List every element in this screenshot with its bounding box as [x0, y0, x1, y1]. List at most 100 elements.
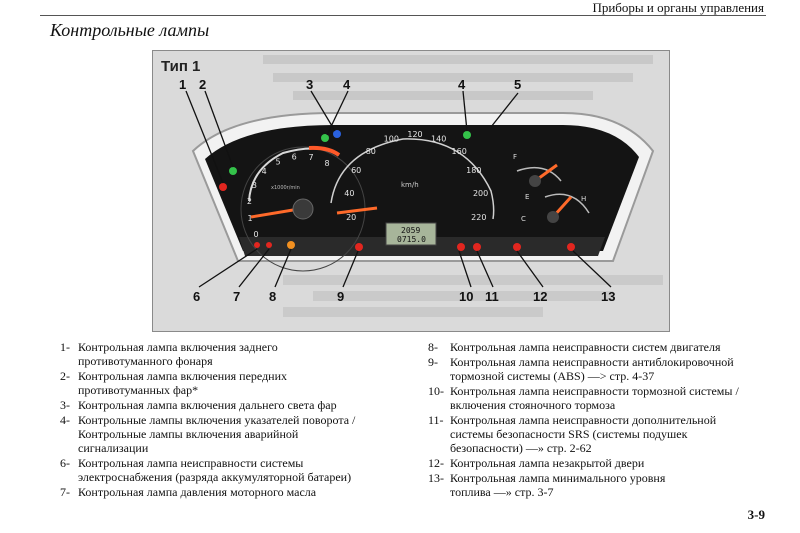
- legend-item-number: 10-: [428, 384, 444, 398]
- legend-item: 2- Контрольная лампа включения передних п…: [60, 369, 400, 397]
- legend-item-number: 2-: [60, 369, 70, 383]
- legend-item: 4-Контрольные лампы включения указателей…: [60, 413, 400, 455]
- callout-4-right: 4: [458, 77, 466, 92]
- odometer-value: 2059: [401, 226, 420, 235]
- speedo-tick-label: 40: [344, 189, 354, 198]
- legend-item-text: Контрольная лампа включения дальнего све…: [78, 398, 337, 412]
- legend-item-text: Контрольная лампа незакрытой двери: [450, 456, 645, 470]
- legend-item: 13- Контрольная лампа минимального уровня…: [428, 471, 768, 499]
- lamp-fuel-level-icon: [567, 243, 575, 251]
- legend-item-number: 4-: [60, 413, 70, 427]
- lamp-door-icon: [513, 243, 521, 251]
- speedo-tick-label: 160: [452, 147, 467, 156]
- legend-item-text: Контрольная лампа неисправности тормозно…: [450, 384, 739, 412]
- lamp-front-fog-icon: [229, 167, 237, 175]
- tacho-tick-label: 6: [292, 152, 297, 161]
- legend-item: 6-Контрольная лампа неисправности систем…: [60, 456, 400, 484]
- legend-item-text: Контрольная лампа неисправности антиблок…: [450, 355, 734, 383]
- callout-10: 10: [459, 289, 473, 304]
- fuel-full-label: F: [513, 153, 517, 161]
- legend-item-text: Контрольная лампа включения передних про…: [78, 369, 288, 397]
- lamp-high-beam-icon: [333, 130, 341, 138]
- callout-1: 1: [179, 77, 186, 92]
- tacho-tick-label: 0: [253, 230, 258, 239]
- callout-3: 3: [306, 77, 313, 92]
- callout-2: 2: [199, 77, 206, 92]
- lamp-oil-pressure-icon: [266, 242, 272, 248]
- tacho-tick-label: 3: [252, 181, 257, 190]
- lamp-brake-icon: [457, 243, 465, 251]
- speedo-tick-label: 180: [466, 166, 481, 175]
- lamp-abs-icon: [355, 243, 363, 251]
- temp-hub: [547, 211, 559, 223]
- tacho-tick-label: 2: [247, 197, 252, 206]
- tacho-tick-label: 5: [275, 157, 280, 166]
- callout-5: 5: [514, 77, 521, 92]
- tripmeter-value: 0715.0: [397, 235, 426, 244]
- callout-4-left: 4: [343, 77, 351, 92]
- legend-item: 12-Контрольная лампа незакрытой двери: [428, 456, 768, 470]
- header-rule: [40, 15, 766, 16]
- callout-6: 6: [193, 289, 200, 304]
- speedo-tick-label: 60: [351, 166, 361, 175]
- callout-11: 11: [485, 289, 499, 304]
- temp-cold-label: C: [521, 215, 526, 223]
- callout-leader-lines: [185, 90, 612, 288]
- legend-item-text: Контрольная лампа неисправности дополнит…: [450, 413, 717, 455]
- lamp-srs-icon: [473, 243, 481, 251]
- callout-7: 7: [233, 289, 240, 304]
- legend-item-number: 8-: [428, 340, 438, 354]
- callout-8: 8: [269, 289, 276, 304]
- warning-strip: [239, 237, 605, 256]
- lamp-turn-right-icon: [463, 131, 471, 139]
- lamp-rear-fog-icon: [219, 183, 227, 191]
- legend-item: 1-Контрольная лампа включения заднего пр…: [60, 340, 400, 368]
- callout-numbers: 1 2 3 4 4 5 6 7 8 9 10 11 12 13: [179, 77, 615, 304]
- aux-gauges: F E H C: [513, 153, 590, 223]
- legend-item-number: 13-: [428, 471, 444, 485]
- figure-type-label: Тип 1: [161, 58, 200, 75]
- warning-lamps: [219, 130, 575, 251]
- speedo-needle: [336, 206, 378, 215]
- legend-item-text: Контрольная лампа давления моторного мас…: [78, 485, 317, 499]
- speedo-tick-label: 220: [471, 213, 486, 222]
- legend-item-number: 1-: [60, 340, 70, 354]
- legend-item-number: 9-: [428, 355, 438, 369]
- callout-12: 12: [533, 289, 547, 304]
- tacho-tick-label: 8: [324, 159, 329, 168]
- speedo-tick-label: 20: [346, 213, 356, 222]
- tacho-tick-label: 1: [247, 214, 252, 223]
- tacho-tick-label: 4: [262, 167, 267, 176]
- fuel-empty-label: E: [525, 193, 529, 201]
- legend-item-number: 3-: [60, 398, 70, 412]
- tacho-unit: x1000r/min: [271, 185, 300, 191]
- lamp-battery-icon: [254, 242, 260, 248]
- legend-item-number: 7-: [60, 485, 70, 499]
- page-title: Контрольные лампы: [50, 20, 210, 40]
- odometer-display: [385, 222, 437, 246]
- speedo-unit: km/h: [401, 181, 419, 189]
- section-header: Приборы и органы управления: [592, 0, 764, 15]
- lamp-check-engine-icon: [287, 241, 295, 249]
- speedo-tick-label: 120: [407, 130, 422, 139]
- legend-item-text: Контрольная лампа минимального уровня то…: [450, 471, 666, 499]
- callout-13: 13: [601, 289, 615, 304]
- legend-list-left: 1-Контрольная лампа включения заднего пр…: [60, 340, 400, 500]
- legend-item: 10- Контрольная лампа неисправности тормо…: [428, 384, 768, 412]
- fuel-hub: [529, 175, 541, 187]
- cluster-face: [205, 125, 639, 251]
- page-number: 3-9: [747, 507, 765, 522]
- legend-item: 9- Контрольная лампа неисправности антибл…: [428, 355, 768, 383]
- callout-9: 9: [337, 289, 344, 304]
- lamp-turn-left-icon: [321, 134, 329, 142]
- legend-item: 11- Контрольная лампа неисправности допол…: [428, 413, 768, 455]
- legend-item-number: 11-: [428, 413, 444, 427]
- tacho-hub: [292, 198, 314, 220]
- legend-item: 3- Контрольная лампа включения дальнего с…: [60, 398, 400, 412]
- legend-item-text: Контрольная лампа неисправности систем д…: [450, 340, 721, 354]
- speedo-tick-label: 100: [384, 134, 399, 143]
- legend-item-number: 6-: [60, 456, 70, 470]
